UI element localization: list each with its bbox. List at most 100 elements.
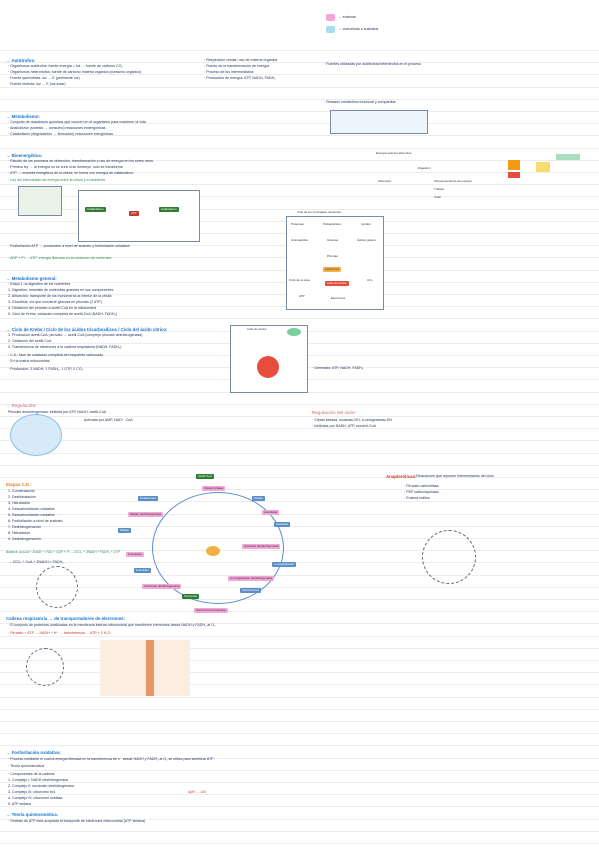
cycle-enzyme-succinato-dh: Succinato deshidrogenasa [142, 584, 182, 589]
nutrient-node-2: Lípidos [361, 222, 371, 226]
krebs-line-5: · Producción: 3 NADH, 1 FADH₂, 1 GTP, 2 … [8, 367, 84, 371]
ruled-line [0, 843, 599, 844]
ruled-line [0, 830, 599, 832]
ruled-line [0, 452, 599, 454]
fosox-side: ΔpH → ΔG [188, 790, 206, 794]
ruled-line [0, 416, 599, 417]
cycle-node-isocitrato: Isocitrato [274, 522, 291, 527]
node-atp: ATP [129, 211, 139, 216]
ruled-line [0, 513, 599, 515]
section-title-bioenergetica: → Bioenergética: [6, 153, 43, 158]
ruled-line [0, 98, 599, 100]
etapas-line-3: 4. Descarboxilación oxidativa [8, 507, 55, 511]
energy-label-a: Energía química alimentos [376, 151, 412, 155]
etapas-line-8: 9. Deshidrogenación [8, 537, 41, 541]
anapleroticas-line-0: · Reacciones que reponen intermediarios … [414, 474, 494, 478]
section-title-metabolismo-general: → Metabolismo general: [6, 276, 57, 281]
ruled-line [0, 757, 599, 759]
fosox-line-4: 2. Complejo II: succinato deshidrogenasa [8, 784, 74, 788]
ruled-line [0, 74, 599, 76]
energy-label-f: Calor [434, 195, 442, 199]
etapas-balance: Balance: AcCoA + 3NAD⁺ + FAD + GDP + Pi … [6, 550, 121, 554]
metgen-line-4: 4. Oxidación del piruvato a acetil-CoA e… [8, 306, 97, 310]
autotrofos-line-1: · Organismos heterótrofos: fuente de car… [8, 70, 142, 74]
krebs-mini-title: Ciclo de Krebs [247, 327, 267, 331]
fosox-line-2: · Componentes de la cadena: [8, 772, 56, 776]
nutrient-node-9: Ciclo de la urea [289, 278, 310, 282]
cycle-enzyme-succinil-coa-sintetasa: Succinil CoA sintetasa [194, 608, 228, 613]
ruled-line [0, 525, 599, 527]
legend: → enzimas → coenzimas o sustratos [324, 12, 414, 38]
metgen-line-3: 3. Glucólisis: vía que convierte glucosa… [8, 300, 102, 304]
cycle-enzyme-citrato-sintasa: Citrato sintasa [202, 486, 226, 491]
ruled-line [0, 147, 599, 149]
nutrient-node-6: Piruvato [327, 254, 339, 258]
block-orange [508, 160, 520, 170]
energy-color-blocks [496, 150, 590, 194]
nutrient-node-11: Electrones [331, 296, 346, 300]
metgen-line-0: · Etapa 1: la digestión de los nutriente… [8, 282, 71, 286]
ruled-line [0, 111, 599, 112]
ruled-line [0, 574, 599, 576]
ruled-line [0, 684, 599, 686]
nutrient-diagram-title: Vías de los principales nutrientes [297, 210, 342, 214]
regulacion-line-1: Activada por AMP, NAD⁺, CoA [84, 418, 133, 422]
cycle-enzyme-malato-dh: Malato deshidrogenasa [128, 512, 164, 517]
metgen-line-1: 1. Digestión: hidrólisis de moléculas gr… [8, 288, 114, 292]
krebs-line-2: 3. Transferencia de electrones a la cade… [8, 345, 122, 349]
metabolismo-line-1: · Anabolismo (síntesis → consumo) reacci… [8, 126, 106, 130]
ruled-line [0, 403, 599, 405]
ruled-line [0, 50, 599, 51]
etapas-line-2: 3. Hidratación [8, 501, 31, 505]
legend-swatch-enzimas [326, 14, 335, 21]
ruled-line [0, 769, 599, 771]
section-title-autotrofos: → Autótrofos: [6, 58, 36, 63]
regulacion-right-0: · Citrato sintasa, isocitrato DH, α-ceto… [312, 418, 392, 422]
nutrient-node-1: Polisacáridos [323, 222, 341, 226]
block-yellow [536, 162, 550, 172]
section-title-anapleroticas: Anapleróticas: [386, 474, 417, 479]
krebs-mini-circle [257, 356, 279, 378]
bioenergetica-line-1: · Primera ley → la energía no se crea ni… [8, 165, 123, 169]
nutrient-node-4: Glucosa [327, 238, 339, 242]
ruled-line [0, 501, 599, 503]
ruled-line [0, 318, 599, 320]
cycle-node-malato: Malato [118, 528, 132, 533]
section-title-regulacion: → Regulación: [6, 403, 37, 408]
ruled-line [0, 818, 599, 820]
fosforilacion-line-0: · Fosforilación ATP → producción a nivel… [8, 244, 130, 248]
etapas-line-1: 2. Deshidratación [8, 495, 36, 499]
regulacion-line-0: Piruvato deshidrogenasa: inhibida por AT… [8, 410, 107, 414]
ruled-line [0, 86, 599, 88]
ruled-line [0, 184, 599, 186]
krebs-line-1: 2. Oxidación del acetil-CoA [8, 339, 52, 343]
cycle-enzyme-aconitasa: Aconitasa [262, 510, 280, 515]
etapas-line-0: 1. Condensación [8, 489, 35, 493]
mitochondria-illustration [10, 414, 62, 456]
ruled-line [0, 135, 599, 137]
ruled-line [0, 623, 599, 625]
ruled-line [0, 708, 599, 710]
metabolismo-line-2: · Catabolismo (degradación → liberación)… [8, 132, 114, 136]
nutrient-node-8: Ciclo de Krebs [325, 281, 349, 286]
ruled-line [0, 477, 599, 478]
energy-label-e: Trabajo [434, 187, 445, 191]
metgen-line-2: 2. Absorción: transporte de los monómero… [8, 294, 112, 298]
section-title-etapas: Etapas C.K.: [6, 482, 32, 487]
ruled-line [0, 428, 599, 430]
membrane-band [146, 640, 154, 696]
ruled-line [0, 733, 599, 735]
node-catabolism: Catabolismo [85, 207, 106, 212]
ruled-line [0, 123, 599, 125]
nutrient-node-12: CO₂ [367, 278, 373, 282]
energy-label-d: Almacenamiento de energía [434, 179, 472, 183]
fosox-line-5: 3. Complejo III: citocromo bc1 [8, 790, 56, 794]
legend-label-coenzimas: → coenzimas o sustratos [338, 27, 379, 31]
krebs-line-0: 1. Producción acetil-CoA: piruvato → ace… [8, 333, 143, 337]
cycle-enzyme-fumarasa: Fumarasa [126, 552, 144, 557]
cycle-node-alfa-cetoglutarato: α-cetoglutarato [272, 562, 297, 567]
ruled-line [0, 745, 599, 747]
nutrient-pathway-diagram: Vías de los principales nutrientes Prote… [286, 210, 384, 310]
fosox-line-3: 1. Complejo I: NADH deshidrogenasa [8, 778, 68, 782]
ruled-line [0, 464, 599, 466]
